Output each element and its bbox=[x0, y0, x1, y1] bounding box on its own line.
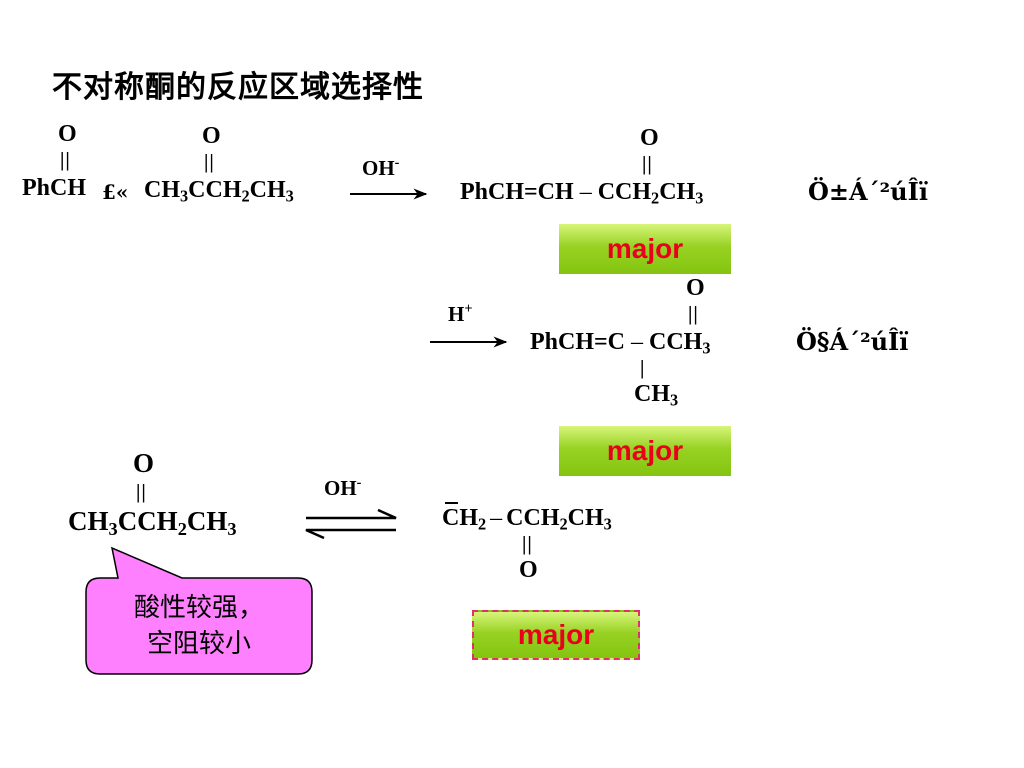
butanone-formula: CH3CCH2CH3 bbox=[144, 177, 294, 206]
benzaldehyde-formula: PhCH bbox=[22, 175, 87, 201]
callout-bubble bbox=[85, 546, 313, 675]
product1-double-bond: || bbox=[642, 153, 653, 175]
enolate-formula: CH2–CCH2CH3 bbox=[442, 505, 612, 534]
reactant3-formula: CH3CCH2CH3 bbox=[68, 506, 237, 540]
benzaldehyde-double-bond: || bbox=[60, 149, 71, 171]
callout-line-1: 酸性较强， bbox=[133, 593, 264, 623]
reagent-acid: H+ bbox=[448, 301, 473, 326]
major-badge-2: major bbox=[559, 426, 731, 476]
page-title: 不对称酮的反应区域选择性 bbox=[52, 70, 424, 105]
product2-note-garbled: Ö§Á´²úÎï bbox=[796, 327, 909, 356]
butanone-oxygen: O bbox=[202, 123, 221, 149]
enolate-oxygen: O bbox=[519, 557, 538, 583]
benzaldehyde-oxygen: O bbox=[58, 121, 77, 147]
reactant3-oxygen: O bbox=[133, 448, 155, 478]
product2-methyl: CH3 bbox=[634, 381, 679, 410]
butanone-double-bond: || bbox=[204, 151, 215, 173]
reagent-hydroxide-2: OH- bbox=[324, 475, 362, 500]
garbled-plus-sign: £« bbox=[102, 180, 129, 204]
product1-oxygen: O bbox=[640, 125, 659, 151]
equilibrium-arrows bbox=[305, 508, 397, 540]
major-badge-3: major bbox=[472, 610, 640, 660]
reactant3-double-bond: || bbox=[136, 481, 147, 503]
major-badge-1: major bbox=[559, 224, 731, 274]
product2-oxygen: O bbox=[686, 275, 705, 301]
callout-line-2: 空阻较小 bbox=[146, 629, 251, 659]
product2-methyl-bond: | bbox=[640, 357, 645, 379]
callout-text: 酸性较强， 空阻较小 bbox=[94, 590, 304, 662]
product2-formula: PhCH=C–CCH3 bbox=[530, 329, 711, 358]
reagent-hydroxide-1: OH- bbox=[362, 155, 400, 180]
product1-formula: PhCH=CH–CCH2CH3 bbox=[460, 179, 704, 208]
enolate-double-bond: || bbox=[522, 533, 533, 555]
product1-note-garbled: Ö±Á´²úÎï bbox=[808, 177, 928, 206]
product2-double-bond: || bbox=[688, 303, 699, 325]
